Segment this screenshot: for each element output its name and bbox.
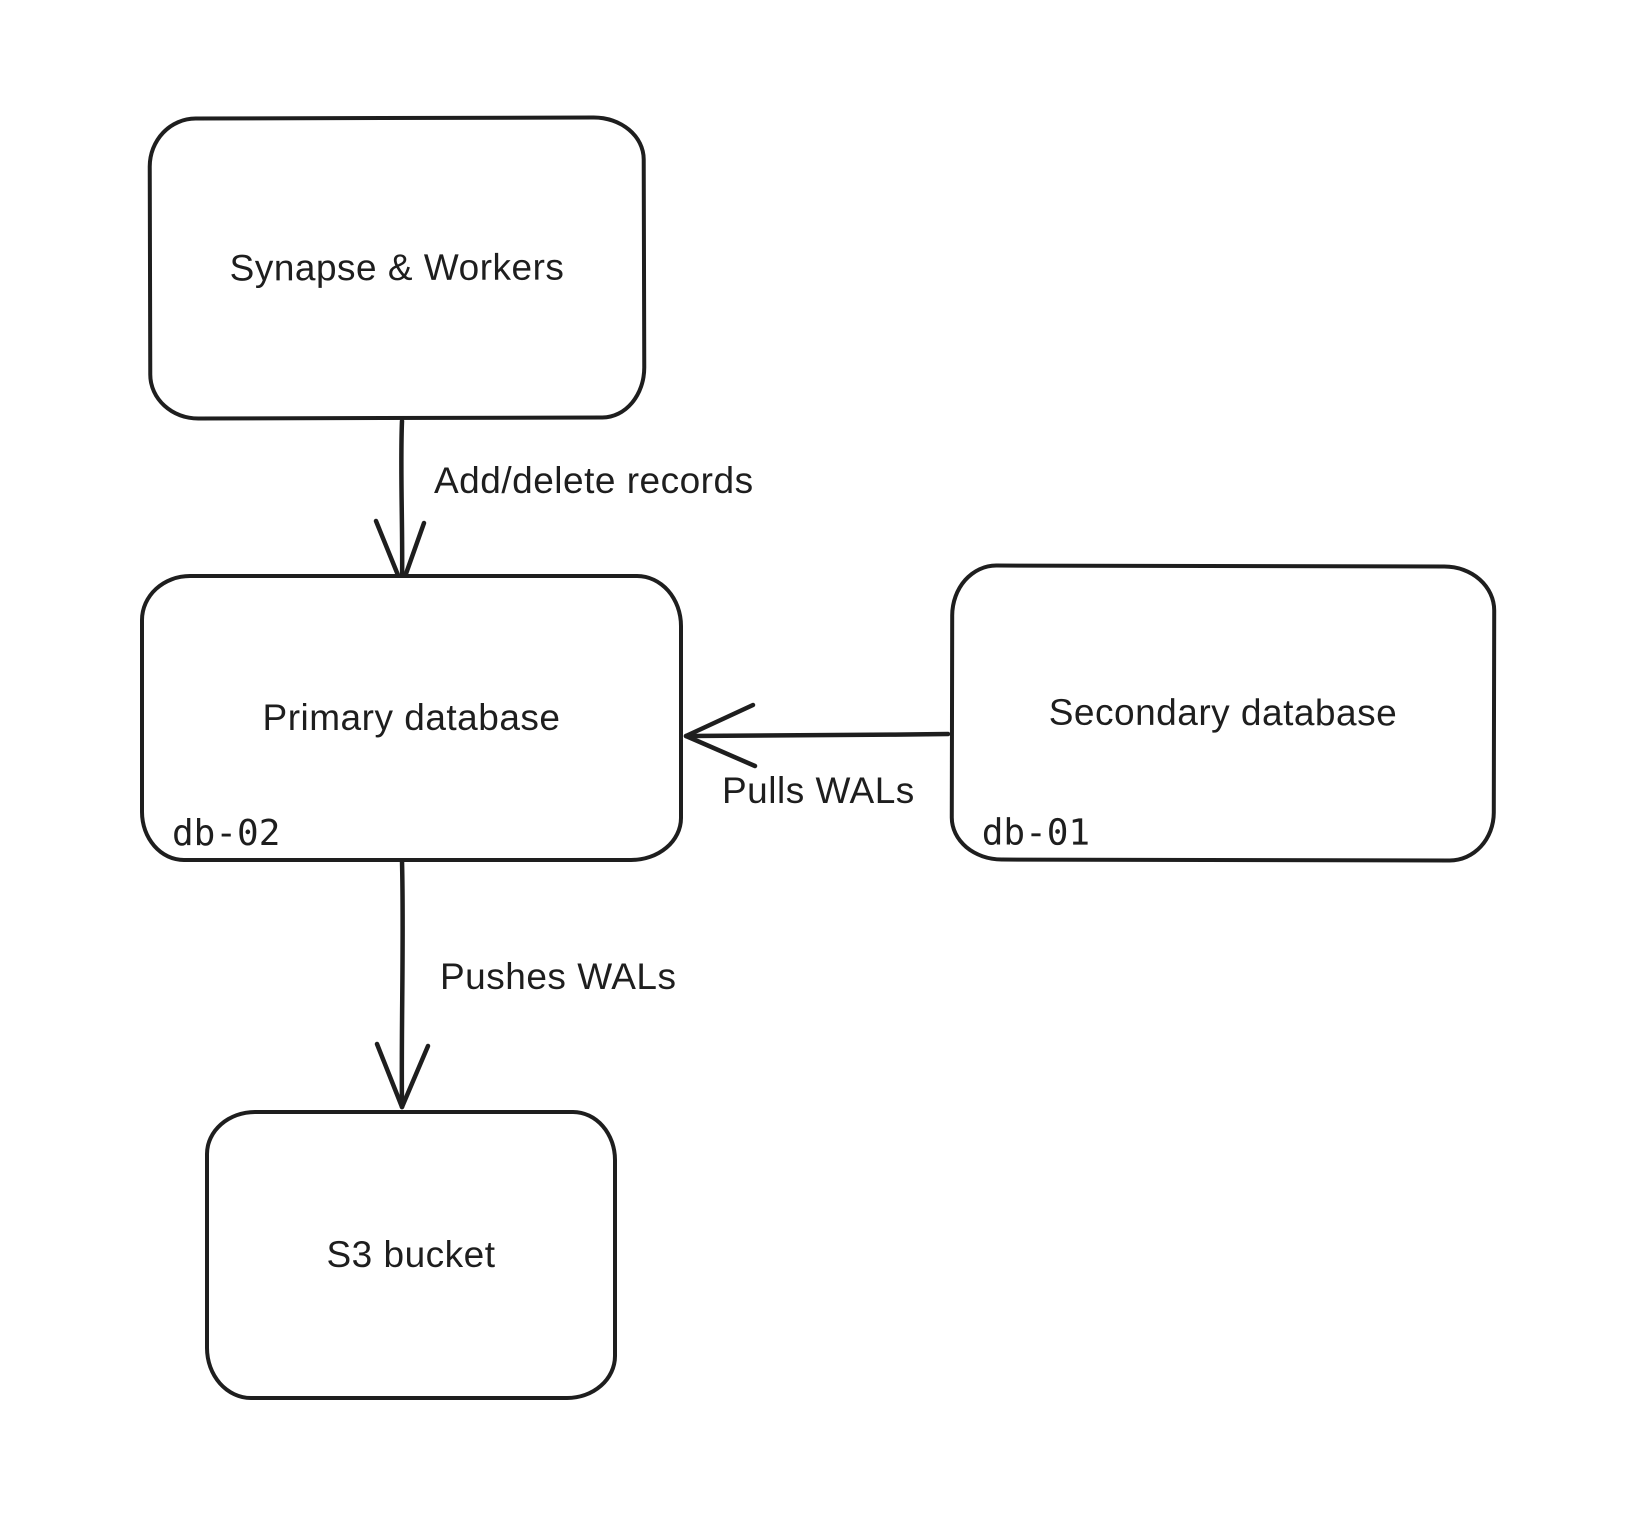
node-s3-bucket-label: S3 bucket	[326, 1234, 496, 1275]
node-secondary-database-label: Secondary database	[1048, 691, 1398, 734]
node-synapse-workers[interactable]: Synapse & Workers	[147, 115, 647, 421]
arrow-pulls-wals[interactable]	[683, 702, 951, 769]
arrow-add-delete-records[interactable]	[373, 418, 427, 588]
arrow-pushes-wals[interactable]	[374, 858, 431, 1110]
node-secondary-database-hostname: db-01	[981, 812, 1091, 854]
node-primary-database[interactable]: Primary database db-02	[140, 574, 683, 862]
edge-label-add-delete-records[interactable]: Add/delete records	[430, 460, 758, 502]
edge-label-pushes-wals[interactable]: Pushes WALs	[436, 956, 681, 998]
node-synapse-workers-label: Synapse & Workers	[229, 246, 565, 289]
node-primary-database-hostname: db-02	[172, 813, 281, 854]
node-primary-database-label: Primary database	[262, 697, 561, 738]
edge-label-pulls-wals[interactable]: Pulls WALs	[718, 770, 919, 812]
node-secondary-database[interactable]: Secondary database db-01	[949, 563, 1497, 863]
node-s3-bucket[interactable]: S3 bucket	[205, 1110, 617, 1400]
